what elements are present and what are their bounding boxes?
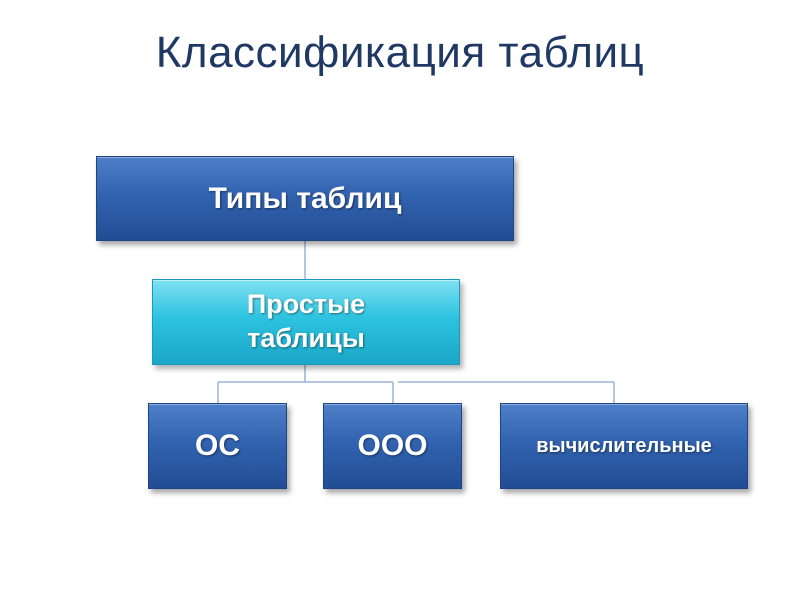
slide-title: Классификация таблиц — [155, 28, 645, 77]
node-leaf-1-label: ОС — [195, 429, 240, 462]
node-leaf-2: ООО — [323, 403, 462, 489]
node-leaf-3: вычислительные — [500, 403, 748, 489]
node-root: Типы таблиц — [96, 156, 514, 241]
node-root-label: Типы таблиц — [208, 181, 402, 215]
node-leaf-1: ОС — [148, 403, 287, 489]
node-leaf-2-label: ООО — [357, 429, 428, 462]
node-middle-line2: таблицы — [247, 323, 365, 353]
node-middle-line1: Простые — [246, 289, 366, 320]
node-leaf-3-label: вычислительные — [536, 434, 712, 457]
node-middle-label: Простые таблицы — [247, 288, 365, 356]
node-middle: Простые таблицы — [152, 279, 460, 365]
